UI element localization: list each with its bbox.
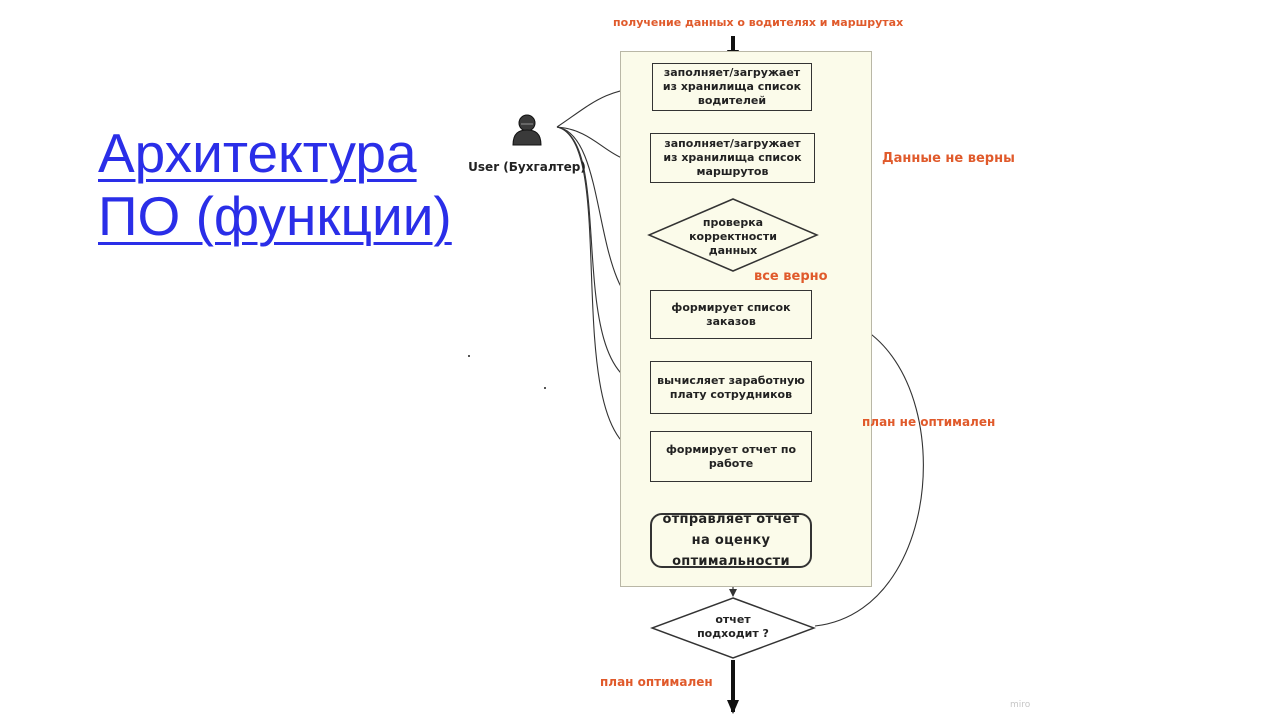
all-correct-label: все верно: [754, 269, 828, 284]
slide-title-line-2: ПО (функции): [98, 185, 452, 247]
slide-title-line-1: Архитектура: [98, 122, 417, 184]
user-label: User (Бухгалтер): [468, 160, 586, 174]
step-send-report: отправляет отчет на оценку оптимальности: [650, 512, 812, 569]
data-check-label: проверка корректности данных: [689, 216, 777, 257]
input-note: получение данных о водителях и маршрутах: [613, 16, 904, 29]
step-load-routes: заполняет/загружает из хранилища список …: [650, 133, 815, 183]
report-check-diamond: [650, 597, 816, 659]
user-icon: [512, 114, 542, 146]
data-check-diamond: [647, 198, 819, 272]
step-calc-salary: вычисляет заработную плату сотрудников: [650, 361, 812, 414]
step-form-report: формирует отчет по работе: [650, 431, 812, 482]
plan-optimal-label: план оптимален: [600, 675, 713, 689]
step-form-orders: формирует список заказов: [650, 290, 812, 339]
step-load-drivers: заполняет/загружает из хранилища список …: [652, 63, 812, 111]
slide-title: Архитектура ПО (функции): [98, 122, 518, 248]
report-check-label: отчет подходит ?: [697, 613, 769, 640]
data-invalid-label: Данные не верны: [882, 151, 1015, 166]
stray-dot: [544, 387, 546, 389]
stray-dot: [468, 355, 470, 357]
miro-watermark: miro: [1010, 700, 1031, 710]
plan-not-optimal-label: план не оптимален: [862, 415, 996, 429]
